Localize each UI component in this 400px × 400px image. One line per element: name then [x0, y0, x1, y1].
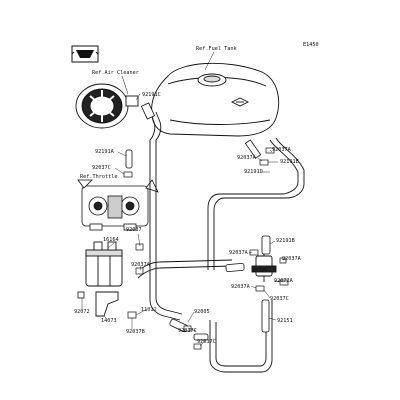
part-number-label: 92037C	[178, 328, 197, 334]
part-number-label: 92191E	[280, 159, 299, 165]
part-number-label: 92005	[194, 309, 210, 315]
part-number-label: 14073	[101, 318, 117, 324]
ref-fuel-tank-label: Ref.Fuel Tank	[196, 46, 237, 52]
part-number-label: 92037A	[131, 262, 151, 268]
part-number-label: 92072A	[274, 278, 294, 284]
part-number-label: 92151	[277, 318, 293, 324]
part-number-label: 92037	[126, 227, 142, 233]
ref-throttle-label: Ref.Throttle	[80, 174, 117, 180]
hose-segments	[125, 102, 271, 341]
canister	[85, 241, 123, 287]
part-number-label: 92191C	[142, 92, 161, 98]
part-labels: 92191C 92191A 92037C 92037 16164 92037A …	[74, 92, 302, 345]
fuel-tank	[151, 62, 280, 137]
part-number-label: 92037C	[270, 296, 289, 302]
part-number-label: 92191D	[244, 169, 263, 175]
part-number-label: 92037A	[237, 155, 257, 161]
ref-air-cleaner-label: Ref.Air Cleaner	[92, 70, 139, 76]
part-number-label: 92037A	[229, 250, 249, 256]
throttle-body	[77, 179, 159, 231]
part-number-label: 92037B	[126, 329, 145, 335]
part-number-label: 92072	[74, 309, 90, 315]
air-cleaner	[75, 83, 139, 129]
canister-bracket	[95, 291, 119, 317]
part-number-label: 92037A	[282, 256, 302, 262]
part-number-label: 16164	[103, 237, 119, 243]
part-number-label: 92037A	[272, 147, 292, 153]
figure-number: E1450	[303, 42, 319, 48]
part-number-label: 92037C	[92, 165, 111, 171]
part-number-label: 92191B	[276, 238, 295, 244]
part-number-label: 92191A	[95, 149, 115, 155]
part-number-label: 11012	[141, 307, 157, 313]
leader-lines	[81, 93, 289, 347]
hose-clamps	[123, 147, 289, 350]
kawasaki-logo-icon	[71, 45, 99, 63]
part-number-label: 92037A	[231, 284, 251, 290]
hose-routing	[135, 111, 305, 373]
rubber-mount	[77, 291, 85, 299]
part-number-label: 16185	[252, 268, 268, 274]
part-number-label: 92037C	[197, 339, 216, 345]
